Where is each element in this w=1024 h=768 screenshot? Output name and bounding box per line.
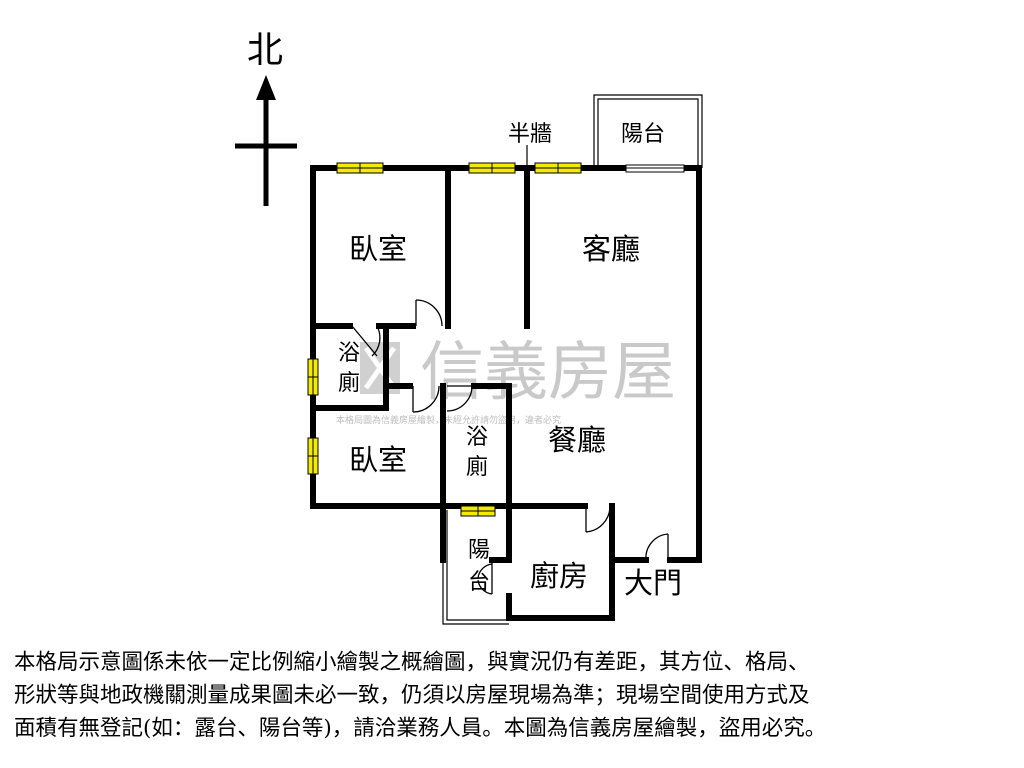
room-living: 客廳 [582, 232, 640, 266]
wall-west [310, 165, 446, 509]
wall-bath-left-bottom [310, 383, 413, 411]
room-labels: 臥室 客廳 餐廳 臥室 廚房 大門 浴 廁 浴 廁 陽 台 陽台 半牆 [338, 122, 682, 600]
window-bath-top [468, 162, 516, 174]
window-bedroom-bottom [307, 437, 319, 475]
balcony-bottom-outline-inner [446, 510, 509, 621]
window-bath-left [307, 358, 319, 396]
wall-kitchen-bottom [506, 557, 615, 621]
room-bath-center-line1: 浴 [466, 425, 488, 450]
door-kitchen [585, 505, 611, 533]
room-bath-left-line2: 廁 [338, 371, 360, 396]
room-bedroom-bottom: 臥室 [349, 443, 407, 477]
wall-bath-center [471, 383, 512, 509]
wall-east [667, 165, 702, 563]
door-bedroom-bottom [412, 385, 440, 413]
watermark-brand: 信義房屋 [420, 336, 676, 410]
watermark: 信義房屋 本格局圖為信義房屋繪製，未經允許請勿盜用，違者必究 [336, 336, 676, 426]
window-living-top [534, 162, 582, 174]
wall-kitchen-east [609, 503, 649, 563]
watermark-notice: 本格局圖為信義房屋繪製，未經允許請勿盜用，違者必究 [336, 414, 561, 426]
sliding-door-balcony [625, 164, 685, 173]
north-arrow: 北 [235, 30, 297, 206]
room-balcony-bottom-line2: 台 [468, 570, 490, 595]
north-label: 北 [247, 30, 283, 71]
disclaimer-line-2: 形狀等與地政機關測量成果圖未必一致，仍須以房屋現場為準；現場空間使用方式及 [14, 683, 810, 708]
door-main [645, 533, 669, 561]
door-balcony-bottom [477, 562, 493, 595]
floor-plan: 信義房屋 本格局圖為信義房屋繪製，未經允許請勿盜用，違者必究 北 [235, 30, 703, 625]
room-kitchen: 廚房 [530, 559, 588, 593]
disclaimer-line-3: 面積有無登記(如：露台、陽台等)，請洽業務人員。本圖為信義房屋繪製，盜用必究。 [14, 716, 827, 741]
doors [351, 299, 669, 595]
disclaimer: 本格局示意圖係未依一定比例縮小繪製之概繪圖，與實況仍有差距，其方位、格局、 形狀… [14, 646, 1014, 745]
disclaimer-line-1: 本格局示意圖係未依一定比例縮小繪製之概繪圖，與實況仍有差距，其方位、格局、 [14, 650, 810, 675]
window-bath-center [460, 505, 496, 517]
balcony-bottom-outline [442, 510, 509, 625]
balcony-top-outline [593, 94, 703, 168]
room-bedroom-top: 臥室 [349, 232, 407, 266]
room-balcony-top: 陽台 [621, 122, 665, 147]
door-bath-center [446, 385, 473, 412]
room-dining: 餐廳 [548, 423, 606, 457]
north-arrow-head-icon [256, 75, 276, 100]
balcony-top-outline-inner [597, 98, 699, 168]
door-bedroom-top [415, 299, 443, 327]
room-bath-center-line2: 廁 [466, 455, 488, 480]
window-bedroom-top [336, 162, 384, 174]
door-bath-left [351, 325, 381, 357]
label-main-door: 大門 [624, 566, 682, 600]
windows [307, 162, 582, 517]
room-bath-left-line1: 浴 [338, 341, 360, 366]
label-half-wall: 半牆 [508, 122, 552, 147]
watermark-logo-icon [360, 342, 400, 394]
room-balcony-bottom-line1: 陽 [468, 538, 490, 563]
